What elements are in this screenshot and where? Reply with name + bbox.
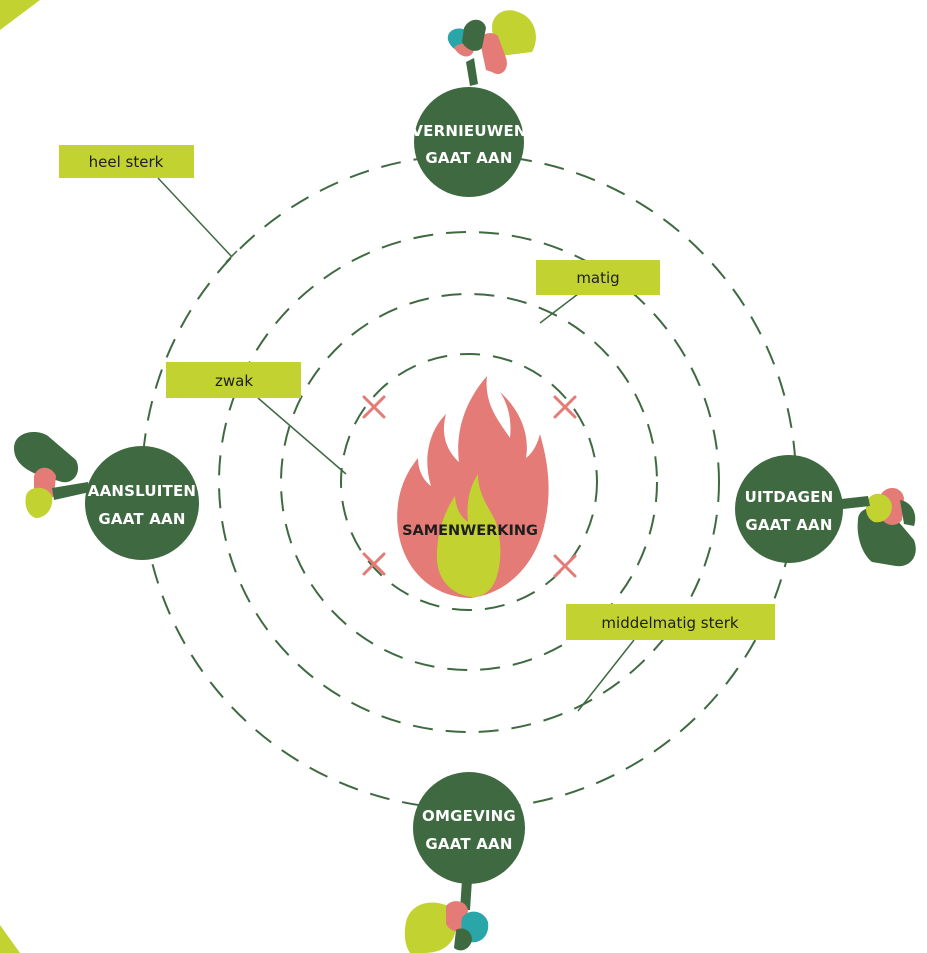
flame-inner bbox=[436, 474, 501, 597]
node-uitdagen[interactable] bbox=[735, 455, 843, 563]
leader-middelmatig bbox=[577, 639, 635, 712]
tag-middelmatig-sterk-label: middelmatig sterk bbox=[601, 614, 738, 632]
leader-lines bbox=[157, 177, 635, 712]
cross-marks bbox=[362, 395, 577, 578]
corner-accent-top-left bbox=[0, 0, 40, 30]
tag-heel-sterk-label: heel sterk bbox=[89, 153, 164, 171]
ring-zwak bbox=[340, 353, 598, 611]
node-aansluiten[interactable] bbox=[85, 446, 199, 560]
tag-matig-box bbox=[536, 260, 660, 295]
node-aansluiten-line1: AANSLUITEN bbox=[88, 482, 196, 500]
leader-heel-sterk bbox=[157, 177, 233, 258]
person-figure-top bbox=[447, 10, 536, 86]
cross-icon bbox=[553, 395, 577, 419]
leader-heel-sterk-tick bbox=[225, 250, 238, 263]
tag-middelmatig-sterk-box bbox=[566, 604, 775, 640]
tag-zwak-box bbox=[166, 362, 301, 398]
node-uitdagen-line2: GAAT AAN bbox=[745, 516, 832, 534]
node-omgeving-line2: GAAT AAN bbox=[425, 835, 512, 853]
tag-zwak-label: zwak bbox=[215, 372, 253, 390]
cross-icon bbox=[362, 552, 386, 576]
person-figure-bottom bbox=[404, 880, 489, 953]
flame-icon bbox=[397, 376, 549, 598]
node-omgeving[interactable] bbox=[413, 772, 525, 884]
corner-accent-bottom-left bbox=[0, 925, 20, 953]
cross-icon bbox=[362, 395, 386, 419]
center-label: SAMENWERKING bbox=[402, 523, 538, 539]
cross-icon bbox=[553, 554, 577, 578]
node-uitdagen-line1: UITDAGEN bbox=[745, 488, 834, 506]
tag-matig: matig bbox=[536, 260, 660, 295]
ring-matig bbox=[280, 293, 658, 671]
node-vernieuwen-line2: GAAT AAN bbox=[425, 149, 512, 167]
node-vernieuwen[interactable] bbox=[414, 87, 524, 197]
ring-middelmatig-sterk bbox=[218, 231, 720, 733]
tag-heel-sterk-box bbox=[59, 145, 194, 178]
node-aansluiten-line2: GAAT AAN bbox=[98, 510, 185, 528]
tag-zwak: zwak bbox=[166, 362, 301, 398]
tag-matig-label: matig bbox=[576, 269, 619, 287]
leader-zwak bbox=[257, 397, 347, 475]
node-omgeving-line1: OMGEVING bbox=[422, 807, 516, 825]
leader-matig bbox=[539, 293, 579, 324]
tag-heel-sterk: heel sterk bbox=[59, 145, 194, 178]
person-figure-left bbox=[14, 432, 90, 518]
node-vernieuwen-line1: VERNIEUWEN bbox=[411, 122, 526, 140]
person-figure-right bbox=[832, 487, 916, 567]
tag-middelmatig-sterk: middelmatig sterk bbox=[566, 604, 775, 640]
